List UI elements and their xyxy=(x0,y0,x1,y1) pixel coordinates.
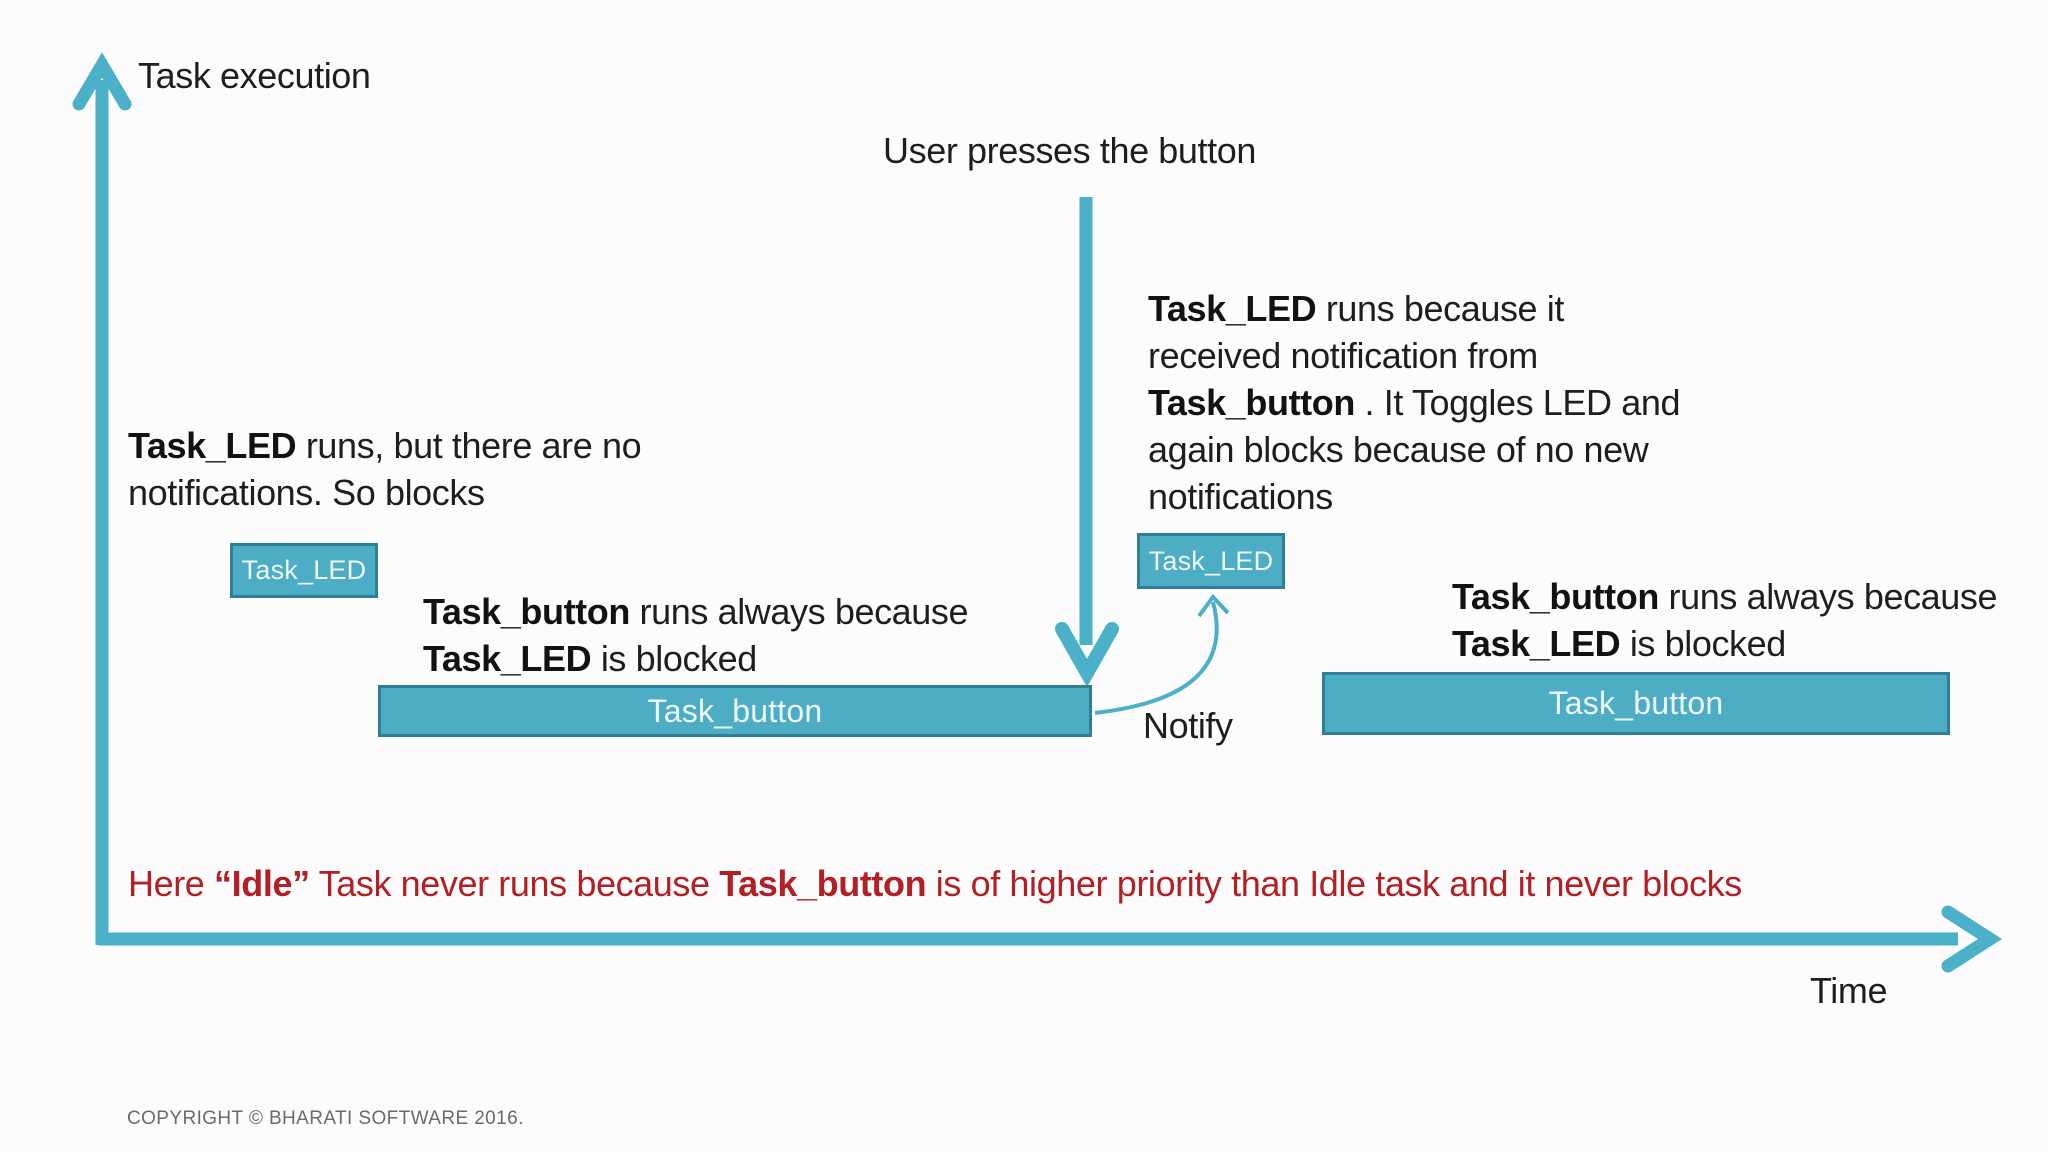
right-arrow-icon xyxy=(1941,905,2003,973)
task-led-box-1: Task_LED xyxy=(230,543,378,598)
x-axis-label: Time xyxy=(1810,970,1888,1011)
down-arrow-icon xyxy=(1055,622,1119,688)
notify-arrowhead-icon xyxy=(1197,593,1230,618)
user-presses-label: User presses the button xyxy=(883,130,1257,171)
task-led-box-2: Task_LED xyxy=(1137,533,1285,589)
task-button-bar-1: Task_button xyxy=(378,685,1092,737)
idle-priority-note: Here “Idle” Task never runs because Task… xyxy=(128,863,1742,904)
task-button-bar-2: Task_button xyxy=(1322,672,1950,735)
notify-label: Notify xyxy=(1143,705,1233,746)
copyright-text: COPYRIGHT © BHARATI SOFTWARE 2016. xyxy=(127,1108,524,1129)
notify-arrow-curve xyxy=(1094,601,1219,715)
up-arrow-icon xyxy=(72,52,132,111)
y-axis-label: Task execution xyxy=(138,55,371,96)
